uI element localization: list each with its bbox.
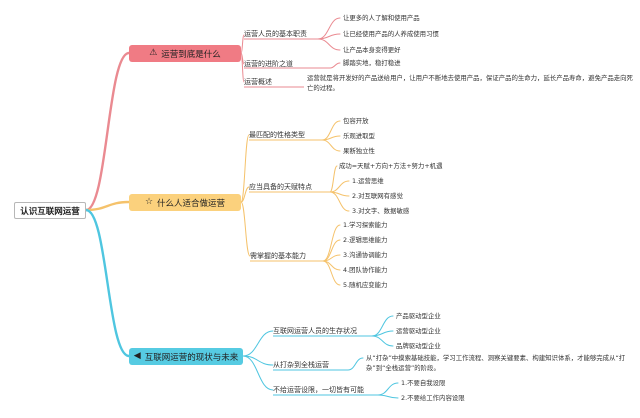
root-to-branch-connector <box>84 208 131 358</box>
branch-node-status-and-future[interactable]: ◀ 互联网运营的现状与未来 <box>129 348 243 365</box>
topic-to-leaf-connector <box>377 382 399 396</box>
topic-to-leaf-connector <box>377 394 399 399</box>
leaf-item[interactable]: 品牌驱动型企业 <box>396 342 441 350</box>
leaf-item[interactable]: 4.团队协作能力 <box>343 266 388 274</box>
leaf-item[interactable]: 从“打杂”中摸索基础技能，学习工作流程、洞察关键要素、构建知识体系，才能够完成从… <box>366 354 626 372</box>
leaf-item[interactable]: 1.运营思维 <box>352 177 384 185</box>
root-node[interactable]: 认识互联网运营 <box>14 202 86 219</box>
topic-to-leaf-connector <box>329 191 350 212</box>
branch-to-topic-connector <box>240 52 245 83</box>
sub-topic[interactable]: 运营人员的基本职责 <box>244 30 307 38</box>
topic-to-leaf-connector <box>322 224 341 262</box>
send-icon: ◀ <box>133 351 141 361</box>
root-label: 认识互联网运营 <box>20 206 80 217</box>
topic-to-leaf-connector <box>347 357 364 371</box>
leaf-item[interactable]: 成功=天赋+方向+方法+努力+机遇 <box>339 162 443 170</box>
star-icon: ☆ <box>144 197 154 207</box>
topic-to-leaf-connector <box>329 165 338 193</box>
leaf-item[interactable]: 运营就是将开发好的产品送给用户，让用户不断地去使用产品，保证产品的生命力，延长产… <box>307 74 633 92</box>
branch-to-topic-connector <box>240 34 245 54</box>
topic-to-leaf-connector <box>371 335 394 347</box>
leaf-item[interactable]: 让产品本身变得更好 <box>343 46 401 54</box>
leaf-item[interactable]: 2.逻辑思维能力 <box>343 236 388 244</box>
leaf-item[interactable]: 让更多的人了解和使用产品 <box>343 14 420 22</box>
leaf-item[interactable]: 产品驱动型企业 <box>396 312 441 320</box>
topic-to-leaf-connector <box>321 139 341 152</box>
topic-to-leaf-connector <box>317 17 341 40</box>
sub-topic[interactable]: 运营概述 <box>244 78 272 86</box>
leaf-item[interactable]: 1.不要自我设限 <box>401 379 446 387</box>
leaf-item[interactable]: 脚踏实地，稳打稳进 <box>343 59 401 67</box>
topic-to-leaf-connector <box>321 120 341 141</box>
topic-to-leaf-connector <box>322 260 341 286</box>
branch-to-topic-connector <box>242 355 274 391</box>
branch-label: 运营到底是什么 <box>161 49 221 60</box>
leaf-item[interactable]: 5.随机应变能力 <box>343 281 388 289</box>
leaf-item[interactable]: 3.沟通协调能力 <box>343 251 388 259</box>
root-to-branch-connector <box>84 51 131 212</box>
branch-node-what-is-operation[interactable]: ⚠ 运营到底是什么 <box>129 45 241 62</box>
topic-to-leaf-connector <box>321 135 341 141</box>
branch-to-topic-connector <box>242 330 274 357</box>
leaf-item[interactable]: 果断独立性 <box>343 147 375 155</box>
topic-to-leaf-connector <box>317 38 341 51</box>
sub-topic[interactable]: 应当具备的天赋特点 <box>249 183 312 191</box>
leaf-item[interactable]: 让已经使用产品的人养成使用习惯 <box>343 30 439 38</box>
leaf-item[interactable]: 乐观进取型 <box>343 132 375 140</box>
leaf-item[interactable]: 2.不要给工作内容设限 <box>401 394 465 402</box>
branch-node-who-fits-operation[interactable]: ☆ 什么人适合做运营 <box>129 194 241 211</box>
leaf-item[interactable]: 包容开放 <box>343 117 369 125</box>
warning-icon: ⚠ <box>149 48 158 58</box>
branch-to-topic-connector <box>240 134 250 203</box>
sub-topic[interactable]: 需掌握的基本能力 <box>250 252 306 260</box>
sub-topic[interactable]: 从打杂到全栈运营 <box>273 361 329 369</box>
leaf-item[interactable]: 2.对互联网有感觉 <box>352 192 403 200</box>
leaf-item[interactable]: 1.学习探索能力 <box>343 221 388 229</box>
root-to-branch-connector <box>84 200 131 212</box>
leaf-item[interactable]: 运营驱动型企业 <box>396 327 441 335</box>
branch-label: 互联网运营的现状与未来 <box>144 352 239 363</box>
topic-to-leaf-connector <box>329 62 341 69</box>
branch-label: 什么人适合做运营 <box>157 198 226 209</box>
branch-to-topic-connector <box>240 201 251 257</box>
sub-topic[interactable]: 运营的进阶之道 <box>244 60 293 68</box>
sub-topic[interactable]: 最匹配的性格类型 <box>249 131 305 139</box>
sub-topic[interactable]: 不给运营设限，一切皆有可能 <box>273 386 364 394</box>
sub-topic[interactable]: 互联网运营人员的生存状况 <box>273 327 357 335</box>
leaf-item[interactable]: 3.对文字、数据敏感 <box>352 207 410 215</box>
branch-to-topic-connector <box>240 186 250 203</box>
